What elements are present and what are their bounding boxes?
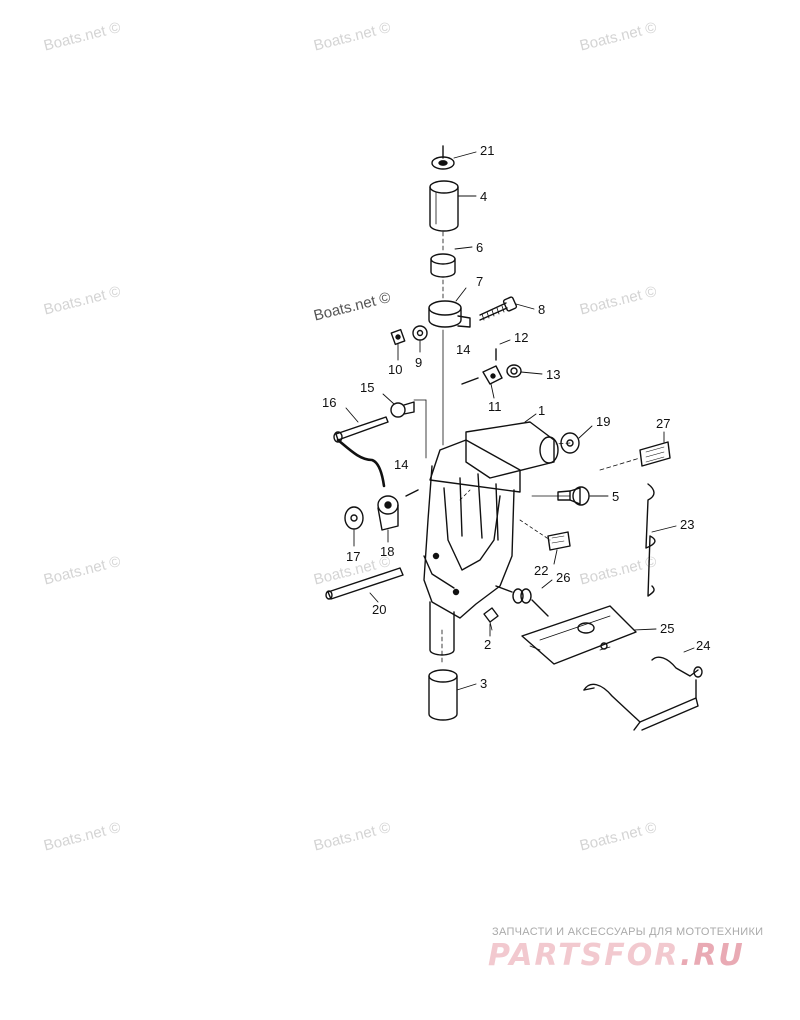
callout: 22 <box>534 563 548 578</box>
callout: 6 <box>476 240 483 255</box>
callout: 15 <box>360 380 374 395</box>
brand-tagline: ЗАПЧАСТИ И АКСЕССУАРЫ ДЛЯ МОТОТЕХНИКИ <box>492 926 764 938</box>
callout: 19 <box>596 414 610 429</box>
callout: 17 <box>346 549 360 564</box>
leader-lines <box>345 151 695 691</box>
part-nut-15[interactable] <box>390 401 415 418</box>
callout: 23 <box>680 517 694 532</box>
callout-labels: 21 4 6 7 8 9 10 12 13 14 11 15 16 1 19 2… <box>322 143 710 691</box>
callout: 13 <box>546 367 560 382</box>
callout: 3 <box>480 676 487 691</box>
part-swivel-bracket-1[interactable] <box>423 421 559 656</box>
callout: 25 <box>660 621 674 636</box>
callout: 27 <box>656 416 670 431</box>
part-pin-14-lower[interactable] <box>405 489 419 497</box>
callout: 14 <box>394 457 408 472</box>
part-bushing-3[interactable] <box>428 669 458 721</box>
callout: 20 <box>372 602 386 617</box>
part-bolt-5[interactable] <box>557 486 590 506</box>
part-nut-10[interactable] <box>390 328 406 346</box>
callout: 26 <box>556 570 570 585</box>
part-washer-17[interactable] <box>344 506 364 530</box>
part-plate-25[interactable] <box>521 605 637 665</box>
callout: 4 <box>480 189 487 204</box>
callout: 7 <box>476 274 483 289</box>
part-clamp-7[interactable] <box>428 300 471 328</box>
callout: 18 <box>380 544 394 559</box>
part-washer-9[interactable] <box>412 325 428 341</box>
brand-logo-tld: .RU <box>679 938 745 973</box>
callout: 1 <box>538 403 545 418</box>
part-pin-14-upper[interactable] <box>461 377 479 385</box>
part-nut-13[interactable] <box>506 364 522 378</box>
brand-logo[interactable]: PARTSFOR.RU <box>488 938 745 973</box>
part-block-11[interactable] <box>482 365 503 385</box>
part-cam-18[interactable] <box>377 495 399 531</box>
part-spring-26[interactable] <box>495 585 549 617</box>
part-screw-2[interactable] <box>483 607 499 631</box>
part-handle-24[interactable] <box>583 656 703 731</box>
callout: 12 <box>514 330 528 345</box>
part-lever-16[interactable] <box>333 416 389 488</box>
callout: 10 <box>388 362 402 377</box>
callout: 5 <box>612 489 619 504</box>
part-washer-19[interactable] <box>560 432 580 454</box>
brand-logo-main: PARTSFOR <box>488 938 680 973</box>
part-bolt-8[interactable] <box>479 296 518 321</box>
callout: 24 <box>696 638 710 653</box>
part-wire-23[interactable] <box>645 483 656 597</box>
callout: 2 <box>484 637 491 652</box>
part-decal-22[interactable] <box>547 531 571 551</box>
callout: 11 <box>488 399 502 414</box>
part-rod-20[interactable] <box>325 567 404 600</box>
part-bushing-6[interactable] <box>430 253 456 278</box>
callout: 9 <box>415 355 422 370</box>
part-decal-27[interactable] <box>639 441 671 467</box>
callout: 14 <box>456 342 470 357</box>
part-bushing-4[interactable] <box>429 180 459 232</box>
part-washer-21[interactable] <box>431 145 455 170</box>
callout: 16 <box>322 395 336 410</box>
callout: 21 <box>480 143 494 158</box>
callout: 8 <box>538 302 545 317</box>
